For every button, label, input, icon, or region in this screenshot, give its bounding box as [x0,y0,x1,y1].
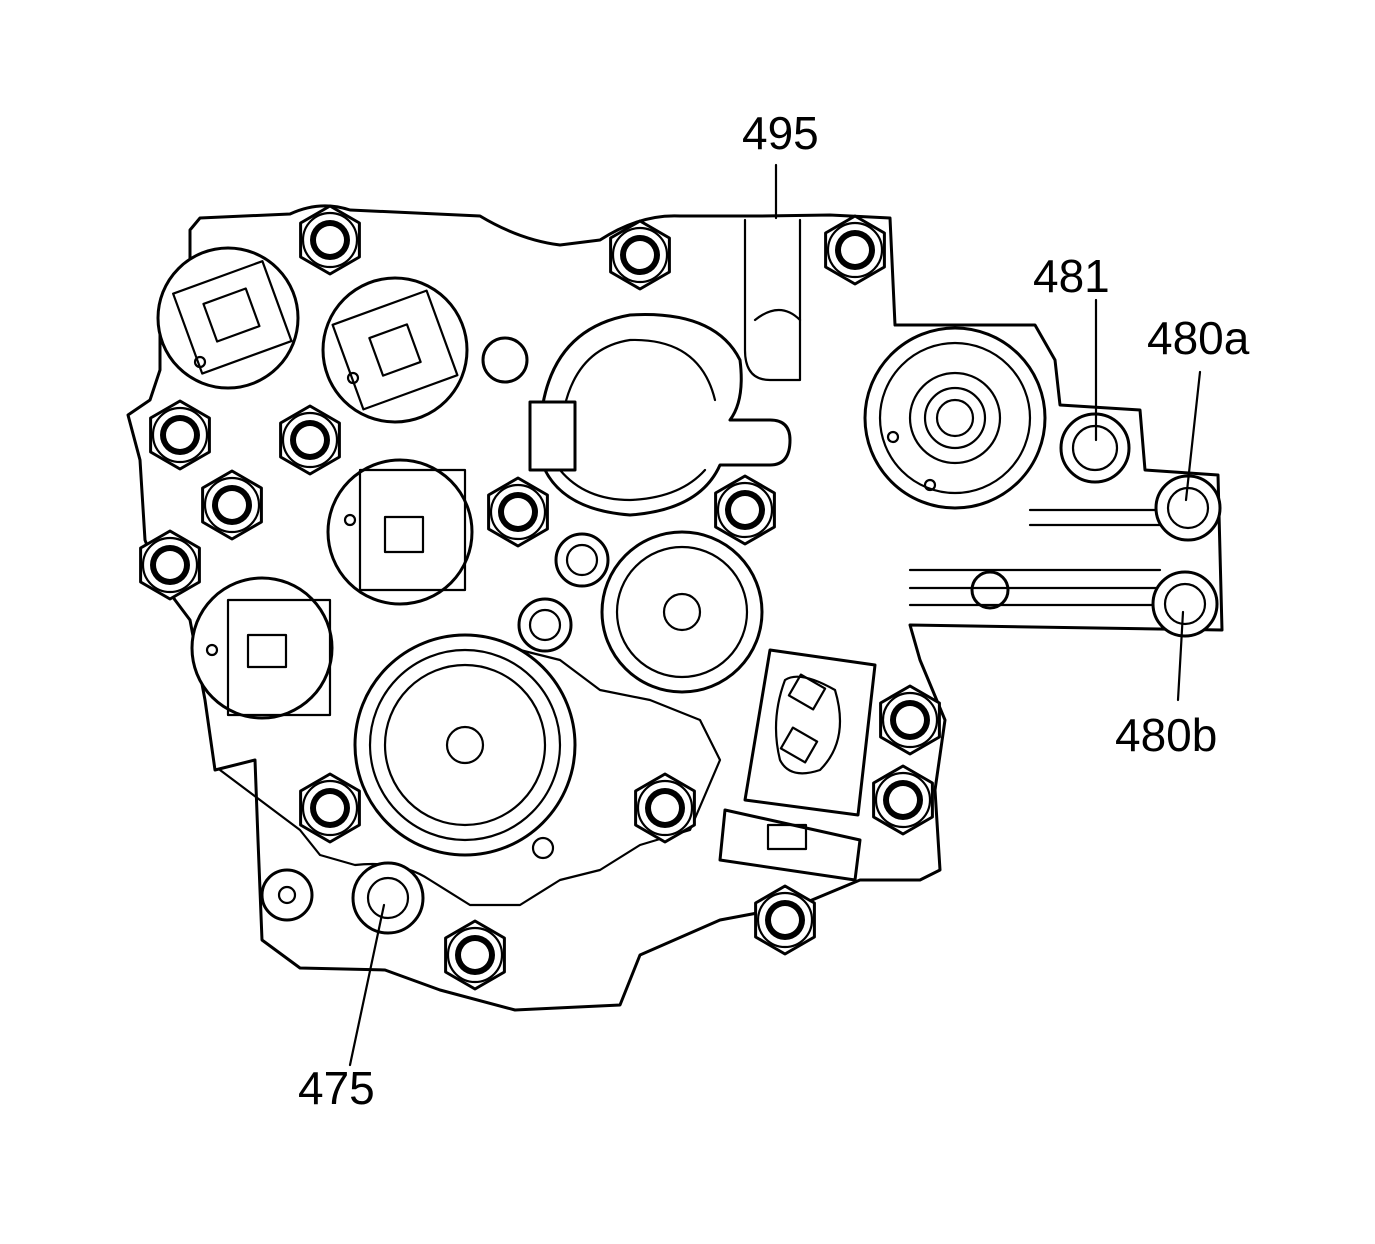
hex-bolt [487,476,549,548]
hex-bolt [201,469,263,541]
hex-bolt [139,529,201,601]
small-port-rings [260,336,1010,922]
callout-480a: 480a [1147,312,1250,364]
accumulator-right [863,326,1047,510]
hex-bolts [139,204,941,991]
callout-495: 495 [742,107,819,159]
upper-channel-curve [753,308,802,322]
hex-bolt [754,884,816,956]
hex-bolt [299,204,361,276]
callout-480b: 480b [1115,709,1218,761]
lower-bore [353,633,577,857]
hex-bolt [879,684,941,756]
solenoid-lower-left [190,576,334,720]
leader-lines [348,163,1202,1067]
upper-channel [743,218,802,382]
hex-bolt [299,772,361,844]
yoke-inner-arc [558,338,717,442]
leader-480a [1184,370,1202,502]
leader-475 [348,903,386,1067]
solenoid-top-left [156,246,300,390]
hex-bolt [149,399,211,471]
hex-bolt [634,772,696,844]
central-yoke [538,313,792,517]
callout-475: 475 [298,1062,375,1114]
callout-481: 481 [1033,250,1110,302]
port-480b [1151,570,1219,638]
valve-body-inner-contour [218,648,722,907]
center-bore [600,530,764,694]
right-channels [908,508,1167,607]
leader-480b [1176,610,1185,702]
hex-bolt [279,404,341,476]
hex-bolt [714,474,776,546]
solenoid-top-center [321,276,469,424]
electrical-connector [718,648,877,882]
hex-bolt [609,219,671,291]
hex-bolt [824,214,886,286]
hex-bolt [872,764,934,836]
solenoid-middle [326,458,474,606]
yoke-tab-left [528,400,577,472]
yoke-inner-arc [558,468,707,502]
port-475 [351,861,425,935]
hex-bolt [444,919,506,991]
